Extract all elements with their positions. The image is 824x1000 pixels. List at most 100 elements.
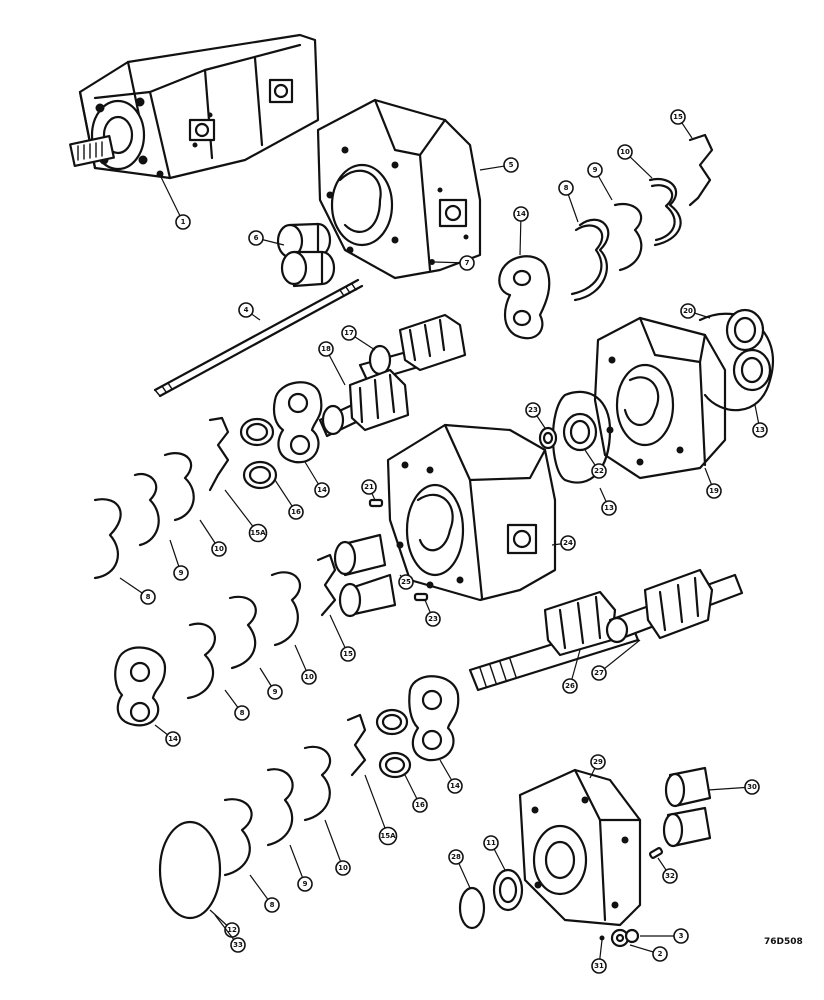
callout-layer: 15674148910151718201319222313141615A1098… xyxy=(119,109,768,974)
callout-label: 9 xyxy=(179,569,184,577)
callout-circle xyxy=(173,565,189,581)
callout-label: 14 xyxy=(516,210,526,218)
callout-circle xyxy=(591,463,607,479)
housing-19 xyxy=(593,316,727,480)
callout-circle xyxy=(340,646,356,662)
callout-label: 26 xyxy=(565,682,575,690)
callout-label: 4 xyxy=(244,306,249,314)
callout-6: 6 xyxy=(248,230,285,246)
callout-label: 12 xyxy=(227,926,237,934)
callout-circle xyxy=(525,402,541,418)
callout-15: 15 xyxy=(329,614,356,662)
callout-label: 19 xyxy=(709,487,719,495)
callout-leader xyxy=(598,639,641,674)
callout-circle xyxy=(335,860,351,876)
gear-22 xyxy=(562,412,598,452)
callout-circle xyxy=(562,678,578,694)
callout-label: 10 xyxy=(620,148,630,156)
callout-7: 7 xyxy=(434,255,475,271)
bushing-pair-6 xyxy=(276,222,336,288)
callout-label: 15A xyxy=(250,529,266,537)
pin-21 xyxy=(368,498,384,508)
callout-31: 31 xyxy=(591,939,607,974)
callout-label: 9 xyxy=(593,166,598,174)
callout-9: 9 xyxy=(169,539,189,581)
drive-shaft-26 xyxy=(468,590,640,692)
callout-circle xyxy=(234,705,250,721)
callout-circle xyxy=(264,897,280,913)
callout-circle xyxy=(248,523,268,543)
callout-label: 15 xyxy=(343,650,353,658)
callout-circle xyxy=(447,778,463,794)
seal-set-lower-a xyxy=(186,553,337,700)
driven-shaft-27 xyxy=(605,568,744,644)
callout-label: 16 xyxy=(415,801,425,809)
callout-circle xyxy=(301,669,317,685)
callout-leader xyxy=(159,174,184,223)
callout-circle xyxy=(448,849,464,865)
callout-circle xyxy=(398,574,414,590)
callout-label: 14 xyxy=(317,486,327,494)
callout-3: 3 xyxy=(640,928,689,944)
callout-label: 31 xyxy=(594,962,604,970)
rings-16-mid xyxy=(239,417,278,490)
callout-label: 8 xyxy=(240,709,245,717)
callout-label: 27 xyxy=(594,669,604,677)
seal-set-lower-b xyxy=(223,713,367,877)
callout-27: 27 xyxy=(591,639,641,681)
callout-label: 5 xyxy=(509,161,514,169)
callout-15A: 15A xyxy=(364,774,398,846)
callout-label: 16 xyxy=(291,508,301,516)
callout-circle xyxy=(670,109,686,125)
callout-label: 14 xyxy=(450,782,460,790)
callout-5: 5 xyxy=(479,157,519,173)
callout-circle xyxy=(175,214,191,230)
callout-25: 25 xyxy=(398,574,414,590)
callout-circle xyxy=(459,255,475,271)
callout-30: 30 xyxy=(707,779,760,795)
callout-label: 33 xyxy=(233,941,243,949)
callout-29: 29 xyxy=(589,754,606,779)
wear-plate-14-top xyxy=(498,255,551,340)
callout-circle xyxy=(297,876,313,892)
callout-17: 17 xyxy=(341,325,376,351)
callout-circle xyxy=(361,479,377,495)
callout-label: 21 xyxy=(364,483,374,491)
callout-label: 18 xyxy=(321,345,331,353)
callout-13: 13 xyxy=(752,404,768,438)
figure-id: 76D508 xyxy=(764,937,803,947)
callout-circle xyxy=(662,868,678,884)
rings-16-lower xyxy=(375,708,412,779)
callout-circle xyxy=(591,958,607,974)
callout-14: 14 xyxy=(513,206,529,256)
callout-14: 14 xyxy=(304,461,330,498)
callout-10: 10 xyxy=(324,819,351,876)
callout-circle xyxy=(412,797,428,813)
callout-label: 8 xyxy=(564,184,569,192)
housing-24 xyxy=(386,423,557,602)
callout-9: 9 xyxy=(289,844,313,892)
callout-10: 10 xyxy=(617,144,653,179)
callout-32: 32 xyxy=(657,857,678,884)
callout-circle xyxy=(560,535,576,551)
o-ring-12 xyxy=(158,820,222,920)
callout-8: 8 xyxy=(224,689,250,721)
callout-circle xyxy=(378,826,398,846)
callout-circle xyxy=(590,754,606,770)
end-cover-29 xyxy=(518,768,642,927)
callout-label: 10 xyxy=(214,545,224,553)
washer-23 xyxy=(538,426,558,450)
callout-label: 22 xyxy=(594,467,604,475)
callout-15: 15 xyxy=(670,109,693,139)
callout-circle xyxy=(267,684,283,700)
callout-14: 14 xyxy=(439,759,463,794)
callout-circle xyxy=(341,325,357,341)
callout-circle xyxy=(680,303,696,319)
callout-circle xyxy=(140,589,156,605)
callout-9: 9 xyxy=(587,162,613,201)
callout-label: 9 xyxy=(273,688,278,696)
callout-label: 29 xyxy=(593,758,603,766)
callout-label: 23 xyxy=(428,615,438,623)
callout-label: 28 xyxy=(451,853,461,861)
